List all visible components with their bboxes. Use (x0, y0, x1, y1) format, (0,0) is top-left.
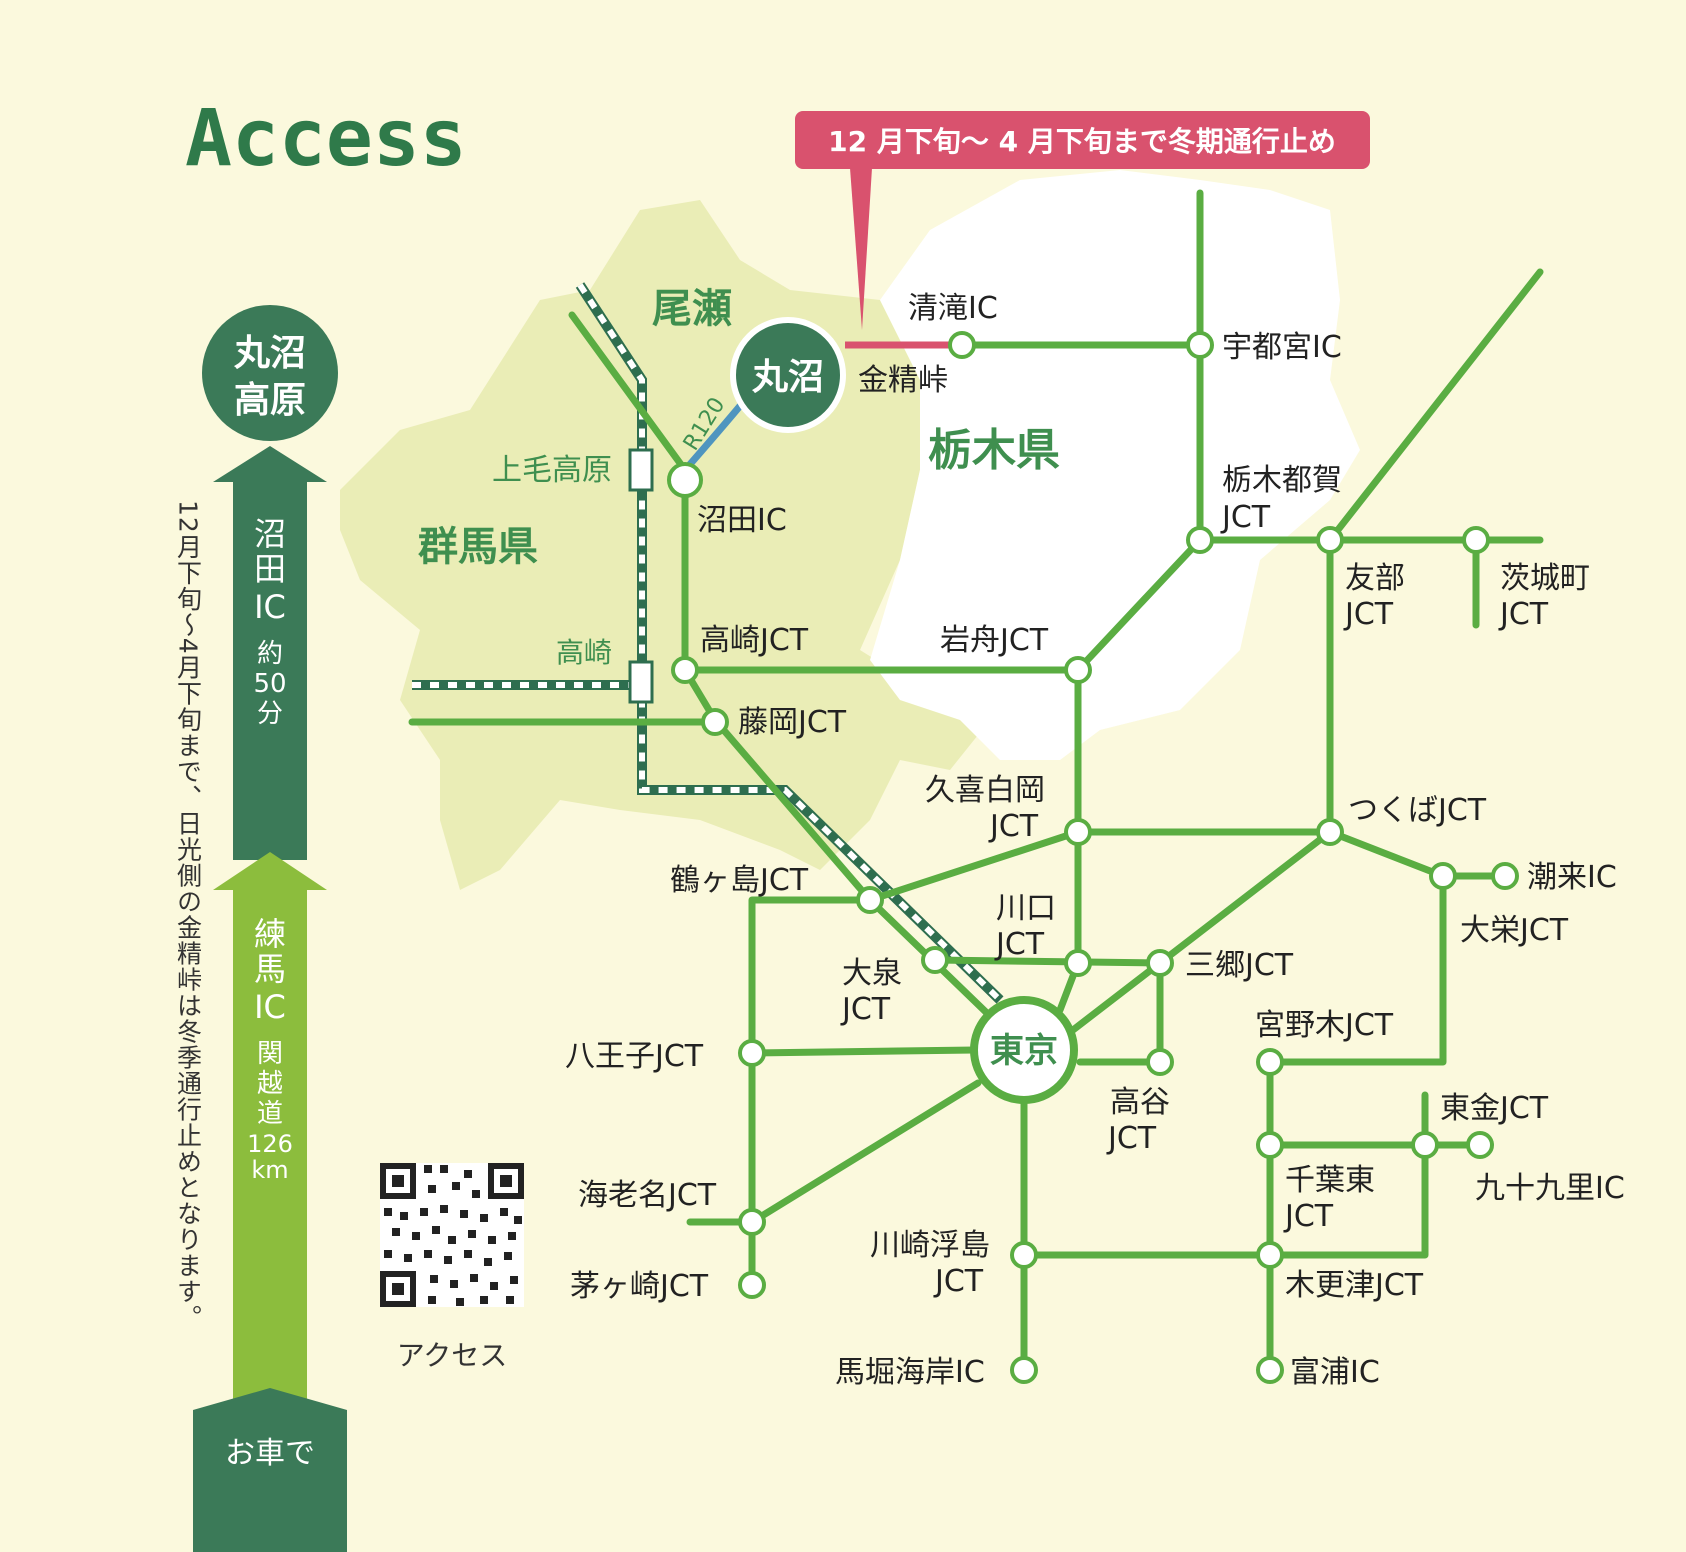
start-label: お車で (225, 1436, 315, 1471)
label-umahori-ic: 馬堀海岸IC (835, 1355, 985, 1390)
segment-upper-1: 沼 (254, 515, 286, 553)
vertical-winter-note: 12月下旬〜4月下旬まで、日光側の金精峠は冬季通行止めとなります。 (174, 500, 203, 1331)
label-ibarakimachi-1: 茨城町 (1500, 561, 1590, 596)
label-jomokogen: 上毛高原 (492, 453, 612, 488)
label-ibarakimachi-2: JCT (1498, 597, 1549, 632)
label-takaya-1: 高谷 (1110, 1085, 1170, 1120)
label-takasaki-station: 高崎 (556, 636, 612, 669)
label-kawasakiukishima-2: JCT (933, 1264, 984, 1299)
route-arrow-lower-head (213, 852, 327, 890)
label-tochigitsuga-2: JCT (1220, 500, 1271, 535)
label-itako-ic: 潮来IC (1527, 860, 1617, 895)
region-gunma: 群馬県 (418, 524, 538, 570)
station-jomokogen (628, 448, 654, 492)
interchange-nodes (667, 331, 1519, 1384)
label-kukishiraoka-2: JCT (988, 809, 1039, 844)
segment-lower-3: IC (254, 988, 286, 1026)
region-oze: 尾瀬 (652, 286, 732, 332)
label-taiei-jct: 大栄JCT (1460, 913, 1569, 948)
qr-label: アクセス (397, 1339, 508, 1372)
label-kawasakiukishima-1: 川崎浮島 (870, 1228, 990, 1263)
segment-upper-2: 田 (254, 550, 286, 588)
label-chibahigashi-1: 千葉東 (1285, 1163, 1375, 1198)
route-arrow-lower (233, 880, 307, 1420)
label-takaya-2: JCT (1106, 1121, 1157, 1156)
label-misato-jct: 三郷JCT (1185, 948, 1294, 983)
label-chibahigashi-2: JCT (1283, 1199, 1334, 1234)
label-tsukuba-jct: つくばJCT (1348, 793, 1487, 828)
tokyo-marker (970, 996, 1078, 1104)
segment-lower-detail-2: 越 (257, 1069, 283, 1099)
label-kukishiraoka-1: 久喜白岡 (925, 773, 1045, 808)
winter-notice-box (795, 111, 1370, 169)
label-kawaguchi-2: JCT (994, 927, 1045, 962)
label-tochigitsuga-1: 栃木都賀 (1222, 463, 1342, 498)
route-arrow-upper (233, 480, 307, 860)
label-chigasaki-jct: 茅ヶ崎JCT (570, 1269, 709, 1304)
destination-line-1: 丸沼 (233, 333, 306, 374)
label-fujioka-jct: 藤岡JCT (738, 705, 847, 740)
label-tsurugashima-jct: 鶴ヶ島JCT (670, 863, 809, 898)
label-konsei-pass: 金精峠 (858, 363, 948, 398)
segment-upper-detail-1: 約 (257, 639, 283, 669)
label-futtsu-ic: 富浦IC (1290, 1355, 1380, 1390)
label-miyanogi-jct: 宮野木JCT (1255, 1008, 1394, 1043)
label-oizumi-1: 大泉 (842, 956, 902, 991)
winter-notice-text: 12 月下旬〜 4 月下旬まで冬期通行止め (828, 125, 1336, 158)
label-kiyotaki-ic: 清滝IC (908, 291, 998, 326)
tochigi-prefecture-area (870, 170, 1360, 760)
segment-lower-2: 馬 (254, 950, 286, 988)
segment-lower-detail-5: km (251, 1156, 288, 1184)
label-tomobe-1: 友部 (1345, 561, 1405, 596)
segment-lower-1: 練 (254, 915, 286, 953)
station-takasaki (628, 660, 654, 704)
railway-joetsu-shinkansen-dash (577, 283, 1003, 1003)
destination-badge (202, 305, 338, 441)
segment-lower-detail-4: 126 (247, 1130, 293, 1158)
label-kawaguchi-1: 川口 (996, 891, 1056, 926)
label-kujukuri-ic: 九十九里IC (1475, 1171, 1625, 1206)
label-utsunomiya-ic: 宇都宮IC (1222, 330, 1342, 365)
label-tomobe-2: JCT (1343, 597, 1394, 632)
start-box (193, 1388, 347, 1552)
segment-upper-3: IC (254, 588, 286, 626)
label-iwafune-jct: 岩舟JCT (940, 623, 1049, 658)
marunuma-marker (730, 317, 846, 433)
label-ebina-jct: 海老名JCT (578, 1178, 717, 1213)
qr-code[interactable] (380, 1163, 524, 1307)
route-arrow-head (213, 446, 327, 482)
region-tochigi: 栃木県 (928, 425, 1060, 476)
segment-upper-detail-2: 50 (253, 669, 286, 699)
tokyo-label: 東京 (990, 1031, 1058, 1071)
page-title: Access (185, 94, 467, 184)
winter-notice-pointer (850, 168, 872, 330)
label-oizumi-2: JCT (840, 992, 891, 1027)
label-takasaki-jct: 高崎JCT (700, 623, 809, 658)
label-kisarazu-jct: 木更津JCT (1285, 1268, 1424, 1303)
label-higashikane-jct: 東金JCT (1440, 1091, 1549, 1126)
segment-upper-detail-3: 分 (257, 699, 283, 729)
destination-line-2: 高原 (234, 380, 306, 421)
segment-lower-detail-1: 関 (257, 1039, 283, 1069)
label-hachioji-jct: 八王子JCT (565, 1039, 704, 1074)
marunuma-label: 丸沼 (751, 357, 824, 398)
segment-lower-detail-3: 道 (257, 1099, 283, 1129)
label-numata-ic: 沼田IC (697, 503, 787, 538)
